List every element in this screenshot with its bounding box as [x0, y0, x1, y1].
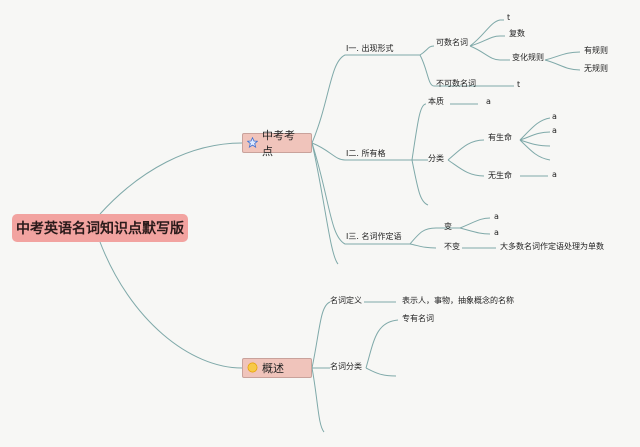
branch-gaishu[interactable]: 概述 — [242, 358, 312, 378]
node-dingyu[interactable]: I三. 名词作定语 — [346, 232, 402, 241]
node-keshu-t[interactable]: t — [507, 13, 511, 22]
connector-keshu-bianhua — [469, 45, 510, 61]
connector-keshu-fushu — [469, 35, 505, 47]
star-icon — [246, 136, 259, 150]
connector-gaishu-dingyi — [311, 301, 331, 369]
node-dingyi-desc[interactable]: 表示人，事物，抽象概念的名称 — [402, 296, 514, 305]
node-fenlei[interactable]: 分类 — [428, 154, 444, 163]
connector-dingyu-bubian — [409, 243, 437, 249]
node-youshengming[interactable]: 有生命 — [488, 133, 512, 142]
connector-chuxian-bukeshu — [419, 54, 474, 87]
connector-fenlei-l2 — [365, 367, 397, 377]
connector-kaodian-chuxian — [311, 54, 420, 144]
connector-chuxian-keshu — [419, 45, 435, 56]
node-ysm-a2[interactable]: a — [552, 126, 557, 135]
connector-suoyouge-benzhi — [411, 103, 427, 161]
branch-kaodian[interactable]: 中考考点 — [242, 129, 312, 158]
root-topic-label: 中考英语名词知识点默写版 — [16, 221, 184, 237]
connector-fenlei-you — [447, 139, 485, 161]
connector-keshu-t — [469, 19, 504, 47]
connector-bian-a1 — [459, 217, 491, 229]
branch-gaishu-label: 概述 — [262, 362, 284, 375]
node-bubian-desc[interactable]: 大多数名词作定语处理为单数 — [500, 242, 604, 251]
connector-dingyu-bian — [409, 227, 460, 245]
connector-fenlei-wu — [447, 159, 485, 177]
connector-root-kaodian — [99, 142, 243, 215]
node-bian[interactable]: 变 — [444, 222, 452, 231]
node-bian-a2[interactable]: a — [494, 228, 499, 237]
node-benzhi-a[interactable]: a — [486, 97, 491, 106]
connector-you-a2 — [519, 131, 551, 141]
node-bubian[interactable]: 不变 — [444, 242, 460, 251]
connector-root-gaishu — [99, 241, 243, 369]
node-fushu[interactable]: 复数 — [509, 29, 525, 38]
connector-suoyouge-tail — [411, 159, 429, 206]
connector-kaodian-suoyouge — [311, 142, 412, 161]
node-bukeshu[interactable]: 不可数名词 — [436, 79, 476, 88]
connector-bianhua-wu — [544, 59, 581, 71]
connector-you-l3 — [519, 139, 551, 147]
connector-you-a1 — [519, 117, 551, 141]
node-benzhi[interactable]: 本质 — [428, 97, 444, 106]
node-bianhua[interactable]: 变化规则 — [512, 53, 544, 62]
node-wsm-a[interactable]: a — [552, 170, 557, 179]
connector-kaodian-tail — [311, 142, 339, 265]
connector-gaishu-tail — [311, 367, 325, 433]
node-chuxian[interactable]: I一. 出现形式 — [346, 44, 394, 53]
connector-fenlei-zhuanyou — [365, 319, 399, 369]
node-you-guize[interactable]: 有规则 — [584, 46, 608, 55]
node-mc-fenlei[interactable]: 名词分类 — [330, 362, 362, 371]
node-wu-guize[interactable]: 无规则 — [584, 64, 608, 73]
node-bian-a1[interactable]: a — [494, 212, 499, 221]
node-keshu[interactable]: 可数名词 — [436, 38, 468, 47]
root-topic[interactable]: 中考英语名词知识点默写版 — [12, 214, 188, 242]
branch-kaodian-label: 中考考点 — [262, 129, 295, 158]
node-ysm-a1[interactable]: a — [552, 112, 557, 121]
node-zhuanyou[interactable]: 专有名词 — [402, 314, 434, 323]
connector-you-l4 — [519, 139, 551, 161]
sun-icon — [247, 362, 258, 375]
connector-bian-a2 — [459, 227, 491, 235]
node-dingyi[interactable]: 名词定义 — [330, 296, 362, 305]
connector-bianhua-you — [544, 51, 581, 61]
node-bukeshu-t[interactable]: t — [517, 80, 521, 89]
connector-kaodian-dingyu — [311, 142, 410, 245]
node-wushengming[interactable]: 无生命 — [488, 171, 512, 180]
node-suoyouge[interactable]: I二. 所有格 — [346, 149, 386, 158]
